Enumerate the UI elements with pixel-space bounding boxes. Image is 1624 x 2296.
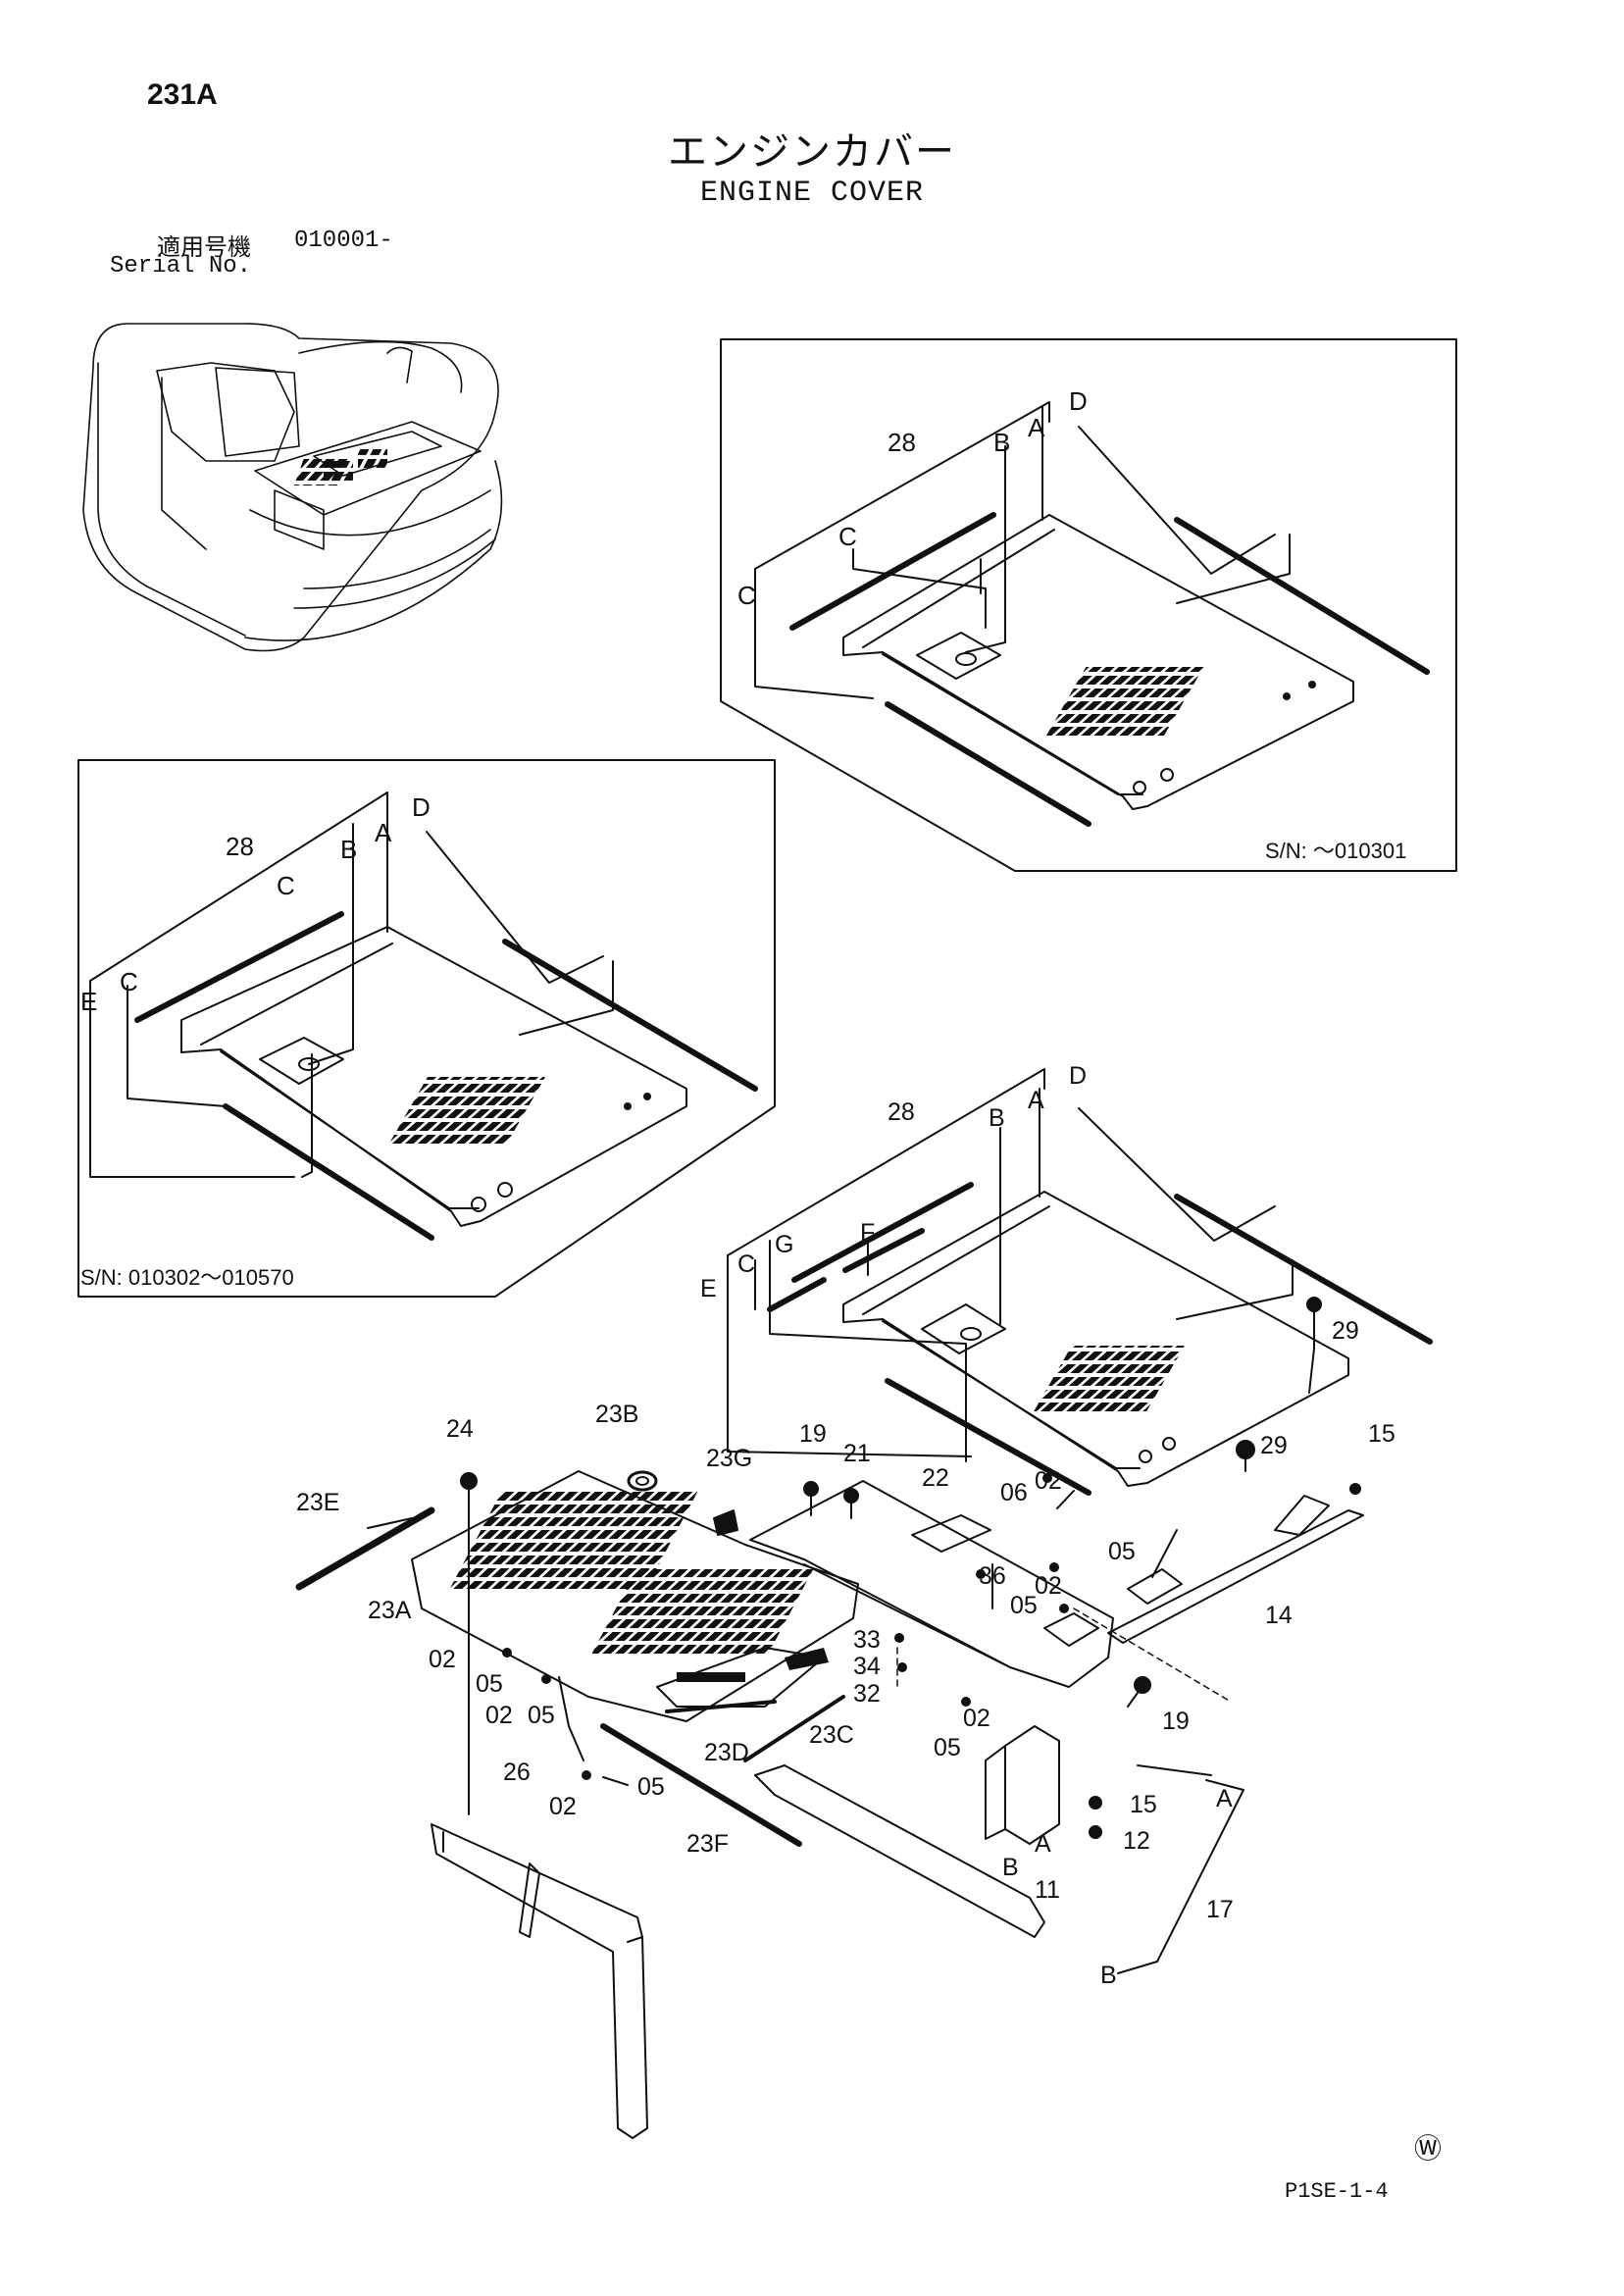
label-inset-mid-d: D [412,792,431,822]
label-main-f: F [860,1219,875,1247]
page-number: 231A [147,78,218,111]
label-main-28: 28 [888,1098,915,1126]
label-main-b3: B [1100,1962,1117,1989]
serial-label-japanese: 適用号機 [157,233,251,261]
label-inset-mid-e: E [80,987,97,1016]
label-inset-mid-b: B [340,835,357,864]
label-main-12: 12 [1123,1827,1150,1855]
label-main-05-a: 05 [1108,1538,1136,1565]
label-main-29-bottom: 29 [1260,1432,1288,1459]
label-main-14: 14 [1265,1602,1293,1629]
main-labels: 28 B A D F E C G 29 29 15 24 23B 23G 19 … [296,1062,1396,1989]
label-main-29-top: 29 [1332,1317,1359,1345]
label-main-23d: 23D [704,1739,749,1766]
label-main-34: 34 [853,1653,881,1680]
label-main-23g: 23G [706,1445,752,1472]
inset-top-labels: 28 B A D C C S/N: ～010301 [737,386,1406,863]
label-main-02-e: 02 [963,1705,990,1732]
w-logo: Ⓦ [1414,2133,1442,2164]
inset-middle-serial-note: S/N: 010302～010570 [80,1265,294,1290]
serial-label-english: Serial No. [110,253,252,280]
title-japanese: エンジンカバー [668,129,956,175]
label-inset-mid-a: A [375,818,392,847]
label-main-23a: 23A [368,1597,412,1624]
label-main-02-d: 02 [485,1702,513,1729]
serial-value: 010001- [294,228,393,254]
label-main-33: 33 [853,1626,881,1654]
inset-top-serial-note: S/N: ～010301 [1265,839,1406,863]
label-main-23e: 23E [296,1489,339,1516]
label-inset-top-d: D [1069,386,1088,416]
label-main-a2: A [1216,1785,1233,1812]
inset-top [720,338,1457,872]
label-main-23c: 23C [809,1721,854,1749]
label-main-e: E [700,1275,717,1302]
label-main-23b: 23B [595,1401,638,1428]
label-main-05-d: 05 [528,1702,555,1729]
title-english: ENGINE COVER [699,177,925,210]
label-main-02-c: 02 [429,1646,456,1673]
label-main-15-top: 15 [1368,1420,1396,1448]
label-main-24: 24 [446,1415,474,1443]
label-main-02-a: 02 [1035,1467,1062,1495]
label-main-a3: A [1035,1830,1051,1858]
label-main-02-b: 02 [1035,1572,1062,1600]
excavator-illustration [82,323,503,652]
label-main-05-c: 05 [476,1670,503,1698]
inset-middle [77,759,776,1298]
label-inset-top-28: 28 [888,428,916,457]
label-inset-top-a: A [1028,413,1045,442]
label-inset-top-b: B [993,428,1010,457]
label-main-19-bottom: 19 [1162,1708,1190,1735]
page-code: P1SE-1-4 [1285,2179,1389,2204]
label-main-05-b: 05 [1010,1592,1038,1619]
label-inset-mid-c2: C [120,967,138,996]
label-main-05-f: 05 [637,1773,665,1801]
label-main-36: 36 [979,1562,1006,1590]
label-main-17: 17 [1206,1896,1234,1923]
label-main-21: 21 [843,1440,871,1467]
label-main-g: G [775,1231,793,1258]
label-main-15-bottom: 15 [1130,1791,1157,1818]
label-main-d: D [1069,1062,1087,1090]
label-main-02-f: 02 [549,1793,577,1820]
label-main-b2: B [1002,1854,1019,1881]
label-main-32: 32 [853,1680,881,1708]
label-main-c: C [737,1250,755,1278]
label-main-22: 22 [922,1464,949,1492]
label-main-a: A [1028,1087,1044,1114]
label-inset-mid-c1: C [277,871,295,900]
label-main-b: B [989,1104,1005,1132]
label-main-19-top: 19 [799,1420,827,1448]
label-inset-top-c1: C [838,522,857,551]
label-main-26: 26 [503,1759,531,1786]
label-inset-mid-28: 28 [226,832,254,861]
label-main-05-e: 05 [934,1734,961,1761]
label-main-06: 06 [1000,1479,1028,1506]
inset-middle-labels: 28 B A D C C E S/N: 010302～010570 [80,792,431,1290]
label-main-11: 11 [1035,1876,1060,1904]
main-exploded-view [295,1068,1433,2139]
label-main-23f: 23F [686,1830,729,1858]
label-inset-top-c2: C [737,581,756,610]
w-logo-mark: Ⓦ [1414,2133,1442,2164]
